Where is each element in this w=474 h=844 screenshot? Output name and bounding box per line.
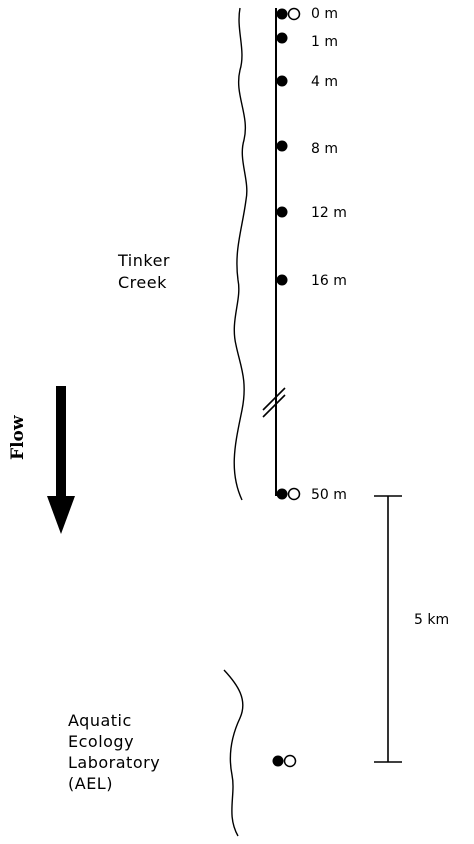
flow-arrow-head (47, 496, 75, 534)
creek-bank-upper (233, 7, 248, 501)
station-1m-dot (276, 32, 288, 44)
station-label-0m: 0 m (311, 6, 338, 22)
ael-filled-dot (272, 755, 284, 767)
flow-label: Flow (8, 415, 28, 460)
ael-name-line1: Aquatic (68, 711, 132, 730)
station-0m-filled-dot (276, 8, 288, 20)
creek-name-line1: Tinker (118, 251, 170, 270)
creek-bank-lower (223, 669, 244, 837)
creek-name: Tinker Creek (118, 250, 170, 294)
station-8m-dot (276, 140, 288, 152)
ael-open-dot (283, 754, 297, 768)
ael-name-line3: Laboratory (68, 753, 161, 772)
station-12m-dot (276, 206, 288, 218)
station-50m-filled-dot (276, 488, 288, 500)
station-50m-open-dot (287, 487, 301, 501)
flow-arrow-shaft (56, 386, 66, 498)
station-16m-dot (276, 274, 288, 286)
station-0m-open-dot (287, 7, 301, 21)
break-mark-2 (262, 394, 286, 418)
station-label-12m: 12 m (311, 205, 347, 221)
station-label-50m: 50 m (311, 487, 347, 503)
scale-bar-label: 5 km (414, 612, 450, 628)
break-mark-1 (262, 387, 286, 411)
creek-name-line2: Creek (118, 273, 167, 292)
ael-name-line2: Ecology (68, 732, 135, 751)
station-label-8m: 8 m (311, 141, 338, 157)
station-label-4m: 4 m (311, 74, 338, 90)
ael-name: Aquatic Ecology Laboratory (AEL) (68, 710, 160, 794)
station-4m-dot (276, 75, 288, 87)
ael-name-line4: (AEL) (68, 774, 113, 793)
station-label-16m: 16 m (311, 273, 347, 289)
station-label-1m: 1 m (311, 34, 338, 50)
